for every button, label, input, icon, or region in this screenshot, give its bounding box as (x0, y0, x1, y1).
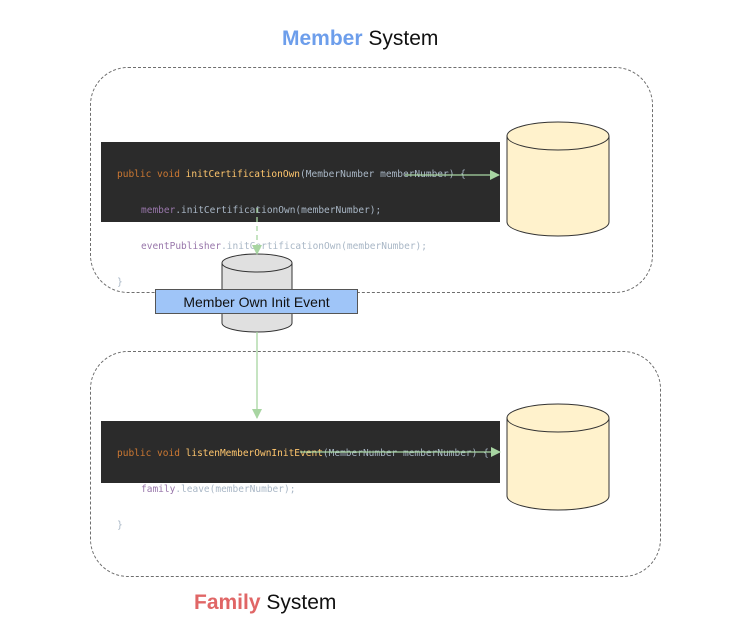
code-text: } (117, 277, 123, 288)
family-title-rest: System (266, 591, 337, 614)
code-keyword: public void (117, 169, 186, 180)
event-label: Member Own Init Event (155, 289, 358, 314)
code-text: .initCertificationOwn(memberNumber); (175, 205, 382, 216)
member-system-boundary (90, 67, 653, 293)
code-line: } (117, 274, 500, 292)
code-line: family.leave(memberNumber); (117, 481, 500, 499)
member-code-block: public void initCertificationOwn(MemberN… (101, 142, 500, 288)
code-field: member (141, 205, 176, 216)
code-method-name: listenMemberOwnInitEvent (185, 448, 323, 459)
family-system-boundary (90, 351, 661, 577)
family-system-title: Family System (194, 591, 336, 615)
member-system-title: Member System (282, 27, 438, 51)
code-method-name: initCertificationOwn (185, 169, 301, 180)
code-text: } (117, 520, 123, 531)
code-line: member.initCertificationOwn(memberNumber… (117, 202, 500, 220)
member-database-icon (506, 121, 610, 237)
family-title-highlight: Family (194, 591, 261, 614)
code-text: .leave(memberNumber); (175, 484, 296, 495)
family-database-icon (506, 403, 610, 511)
code-field: family (141, 484, 176, 495)
code-line: public void listenMemberOwnInitEvent(Mem… (117, 445, 500, 463)
code-line: } (117, 517, 500, 535)
code-keyword: public void (117, 448, 186, 459)
code-text: .initCertificationOwn(memberNumber); (221, 241, 427, 252)
family-code-block: public void listenMemberOwnInitEvent(Mem… (101, 421, 500, 531)
member-title-rest: System (368, 27, 439, 50)
code-text: (MemberNumber memberNumber) { (322, 448, 489, 459)
code-line: eventPublisher.initCertificationOwn(memb… (117, 238, 500, 256)
code-field: eventPublisher (141, 241, 222, 252)
member-title-highlight: Member (282, 27, 363, 50)
